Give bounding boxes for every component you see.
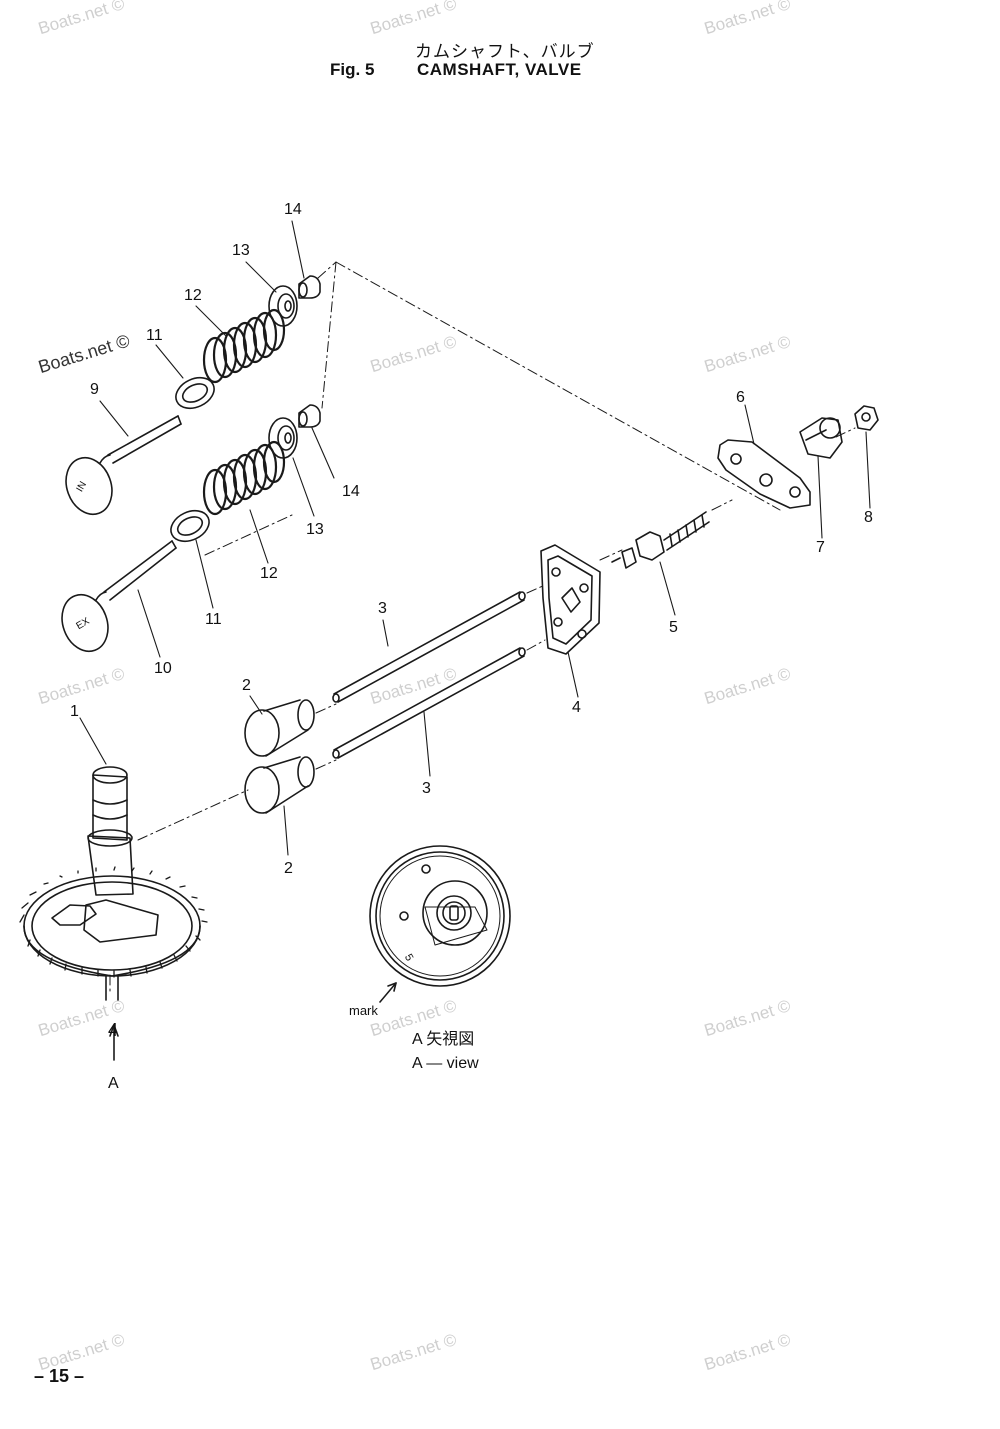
callout-1: 1 xyxy=(70,703,79,720)
valve-keeper-upper xyxy=(298,275,321,299)
callout-14-lower: 14 xyxy=(342,483,360,500)
rocker-guide-plate xyxy=(540,544,601,655)
intake-valve xyxy=(65,415,182,516)
callout-numbers: 14 13 12 11 9 14 13 12 11 10 3 3 2 2 1 4… xyxy=(70,201,873,1092)
rocker-arm-stud xyxy=(611,511,710,569)
callout-11-lower: 11 xyxy=(205,611,222,628)
push-rod-upper xyxy=(332,591,526,703)
a-view-gear-drawing xyxy=(369,845,511,987)
valve-washer-upper xyxy=(175,376,215,410)
callout-8: 8 xyxy=(864,509,873,526)
rocker-nut xyxy=(854,405,879,431)
callout-3-upper: 3 xyxy=(378,600,387,617)
mark-label: mark xyxy=(349,1003,378,1018)
push-rod-lower xyxy=(332,647,526,759)
figure-number: Fig. 5 xyxy=(330,60,375,79)
intake-mark: IN xyxy=(75,480,90,494)
callout-leaders xyxy=(79,220,871,856)
view-arrow-label: 4 xyxy=(108,1020,118,1040)
callout-10: 10 xyxy=(154,660,172,677)
valve-spring-upper xyxy=(202,308,286,384)
assembly-centerlines xyxy=(109,261,856,996)
callout-2-upper: 2 xyxy=(242,677,251,694)
a-view-caption-en: A — view xyxy=(412,1055,479,1072)
callout-6: 6 xyxy=(736,389,745,406)
mark-pointer-arrow xyxy=(379,982,397,1003)
exhaust-mark: EX xyxy=(75,616,92,632)
callout-12-upper: 12 xyxy=(184,287,202,304)
callout-9: 9 xyxy=(90,381,99,398)
camshaft-gear-assembly xyxy=(19,766,208,1001)
callout-7: 7 xyxy=(816,539,825,556)
callout-14-upper: 14 xyxy=(284,201,302,218)
callout-5: 5 xyxy=(669,619,678,636)
figure-title: CAMSHAFT, VALVE xyxy=(417,60,582,79)
exhaust-valve xyxy=(61,540,177,653)
valve-tappet-lower xyxy=(244,756,315,814)
rocker-arm xyxy=(717,439,811,509)
view-a-direction-arrow xyxy=(109,1024,119,1061)
callout-13-upper: 13 xyxy=(232,242,250,259)
valve-spring-lower xyxy=(202,440,286,516)
callout-4: 4 xyxy=(572,699,581,716)
callout-11-upper: 11 xyxy=(146,327,163,344)
valve-tappet-upper xyxy=(244,699,315,757)
rocker-pivot xyxy=(799,417,843,459)
a-view-caption-jp: A 矢視図 xyxy=(412,1030,474,1048)
valve-keeper-lower xyxy=(298,404,321,428)
callout-12-lower: 12 xyxy=(260,565,278,582)
page-number: – 15 – xyxy=(34,1366,85,1386)
title-japanese: カムシャフト、バルブ xyxy=(415,42,595,62)
view-arrow-letter: A xyxy=(108,1075,119,1092)
callout-13-lower: 13 xyxy=(306,521,324,538)
gear-timing-mark: 5 xyxy=(402,952,415,963)
callout-3-lower: 3 xyxy=(422,780,431,797)
valve-washer-lower xyxy=(170,509,210,543)
callout-2-lower: 2 xyxy=(284,860,293,877)
